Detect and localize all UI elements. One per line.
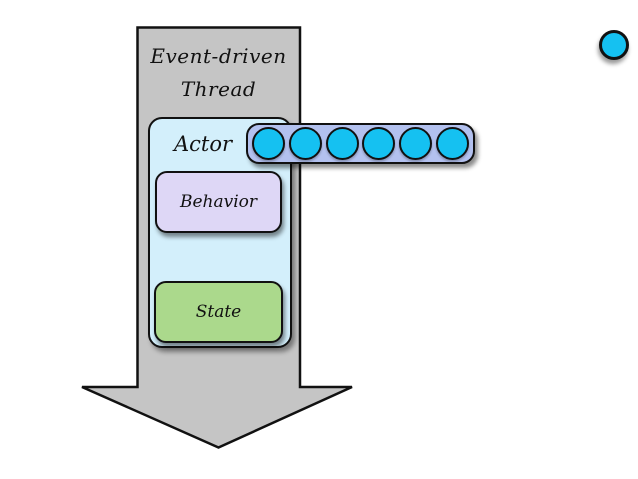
thread-title-line2: Thread	[180, 77, 257, 101]
message-icon	[436, 127, 470, 160]
behavior-label: Behavior	[179, 192, 258, 212]
actor-label: Actor	[174, 132, 233, 156]
message-icon	[362, 127, 396, 160]
message-icon	[399, 127, 433, 160]
message-queue	[246, 123, 475, 164]
state-label: State	[195, 302, 242, 322]
message-icon	[288, 127, 322, 160]
thread-title: Event-driven Thread	[137, 40, 300, 106]
state-box: State	[154, 281, 283, 343]
thread-title-line1: Event-driven	[150, 44, 287, 68]
incoming-message-icon	[599, 30, 629, 60]
behavior-box: Behavior	[155, 171, 282, 233]
message-icon	[325, 127, 359, 160]
actor-box: Actor Behavior State	[148, 117, 292, 348]
message-icon	[251, 127, 285, 160]
